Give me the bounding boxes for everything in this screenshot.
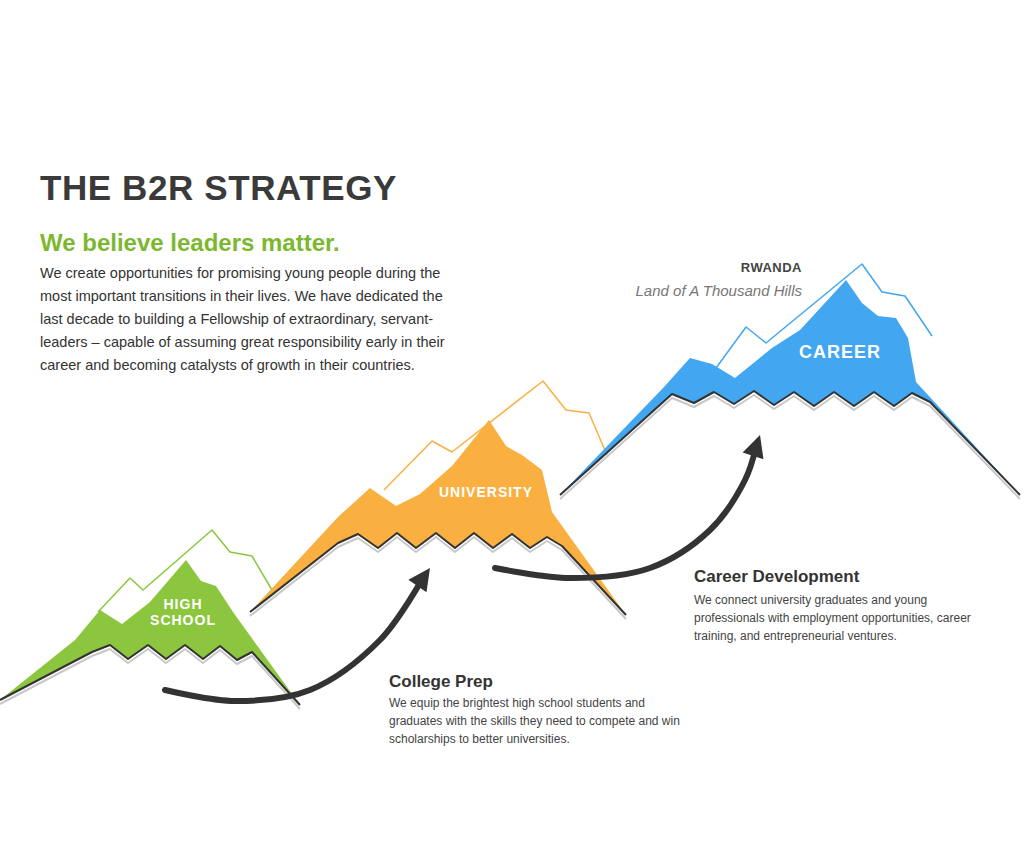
note-text: We connect university graduates and youn… bbox=[694, 591, 984, 645]
mountain-ridge bbox=[250, 533, 626, 615]
label-box: We believe leaders matter. bbox=[40, 229, 340, 257]
mountain-node: UNIVERSITY bbox=[250, 380, 626, 568]
title: THE B2R STRATEGY bbox=[40, 168, 397, 208]
label-box: RWANDA bbox=[741, 261, 802, 276]
note-text: We equip the brightest high school stude… bbox=[389, 694, 689, 748]
label-box: Land of A Thousand Hills bbox=[636, 282, 803, 299]
title-box: THE B2R STRATEGY bbox=[40, 168, 397, 208]
arrow-head bbox=[408, 568, 430, 592]
ridge-shadow bbox=[560, 395, 1020, 499]
note-text: We believe leaders matter. bbox=[40, 229, 340, 257]
mountain-fill bbox=[560, 280, 1020, 495]
mountain-fill bbox=[0, 560, 300, 705]
note-text: Land of A Thousand Hills bbox=[636, 282, 803, 299]
transition-arrow bbox=[495, 435, 763, 578]
note-text: College Prep bbox=[389, 672, 493, 692]
note-text: RWANDA bbox=[741, 261, 802, 276]
arrow-head bbox=[743, 435, 764, 459]
stage-label: CAREER bbox=[799, 342, 881, 363]
label-box: We connect university graduates and youn… bbox=[694, 591, 984, 645]
transition-arrow bbox=[165, 568, 430, 701]
arrow-line bbox=[495, 446, 756, 578]
label-box: Career Development bbox=[694, 567, 859, 587]
mountain-ridge bbox=[0, 645, 300, 705]
note-text: We create opportunities for promising yo… bbox=[40, 262, 455, 377]
stage-label: UNIVERSITY bbox=[439, 484, 533, 500]
mountain-fill bbox=[250, 420, 626, 615]
note-text: Career Development bbox=[694, 567, 859, 587]
label-box: We equip the brightest high school stude… bbox=[389, 694, 689, 748]
label-box: College Prep bbox=[389, 672, 493, 692]
stage-label: HIGH SCHOOL bbox=[143, 596, 223, 628]
mountain-shape bbox=[250, 380, 626, 568]
mountain-ridge bbox=[560, 391, 1020, 495]
label-box: We create opportunities for promising yo… bbox=[40, 262, 455, 377]
arrow-line bbox=[165, 578, 423, 701]
